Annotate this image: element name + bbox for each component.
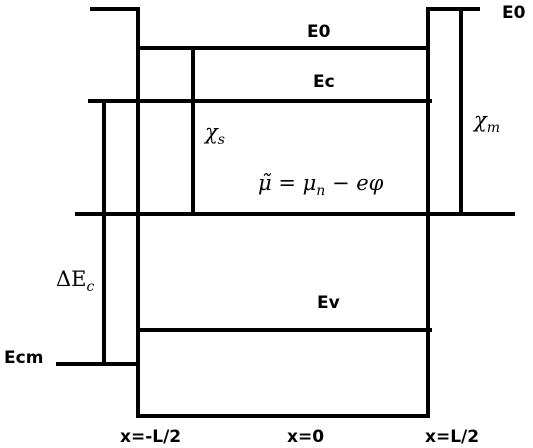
electrochemical-potential-label: μ̃ = μn − eφ [258,171,384,199]
delta-ec-label: ΔEc [56,267,95,295]
ecm-label: Ecm [4,348,43,368]
chi-s-label: χs [203,120,225,148]
x-center-label: x=0 [287,427,324,447]
left-vacuum-step [90,7,140,418]
x-left-label: x=-L/2 [120,427,181,447]
ev-label: Ev [317,293,340,313]
x-right-label: x=L/2 [425,427,479,447]
chi-m-label: χm [472,108,500,136]
e0-right-label: E0 [502,3,526,23]
e0-center-label: E0 [307,22,331,42]
ec-label: Ec [313,72,335,92]
